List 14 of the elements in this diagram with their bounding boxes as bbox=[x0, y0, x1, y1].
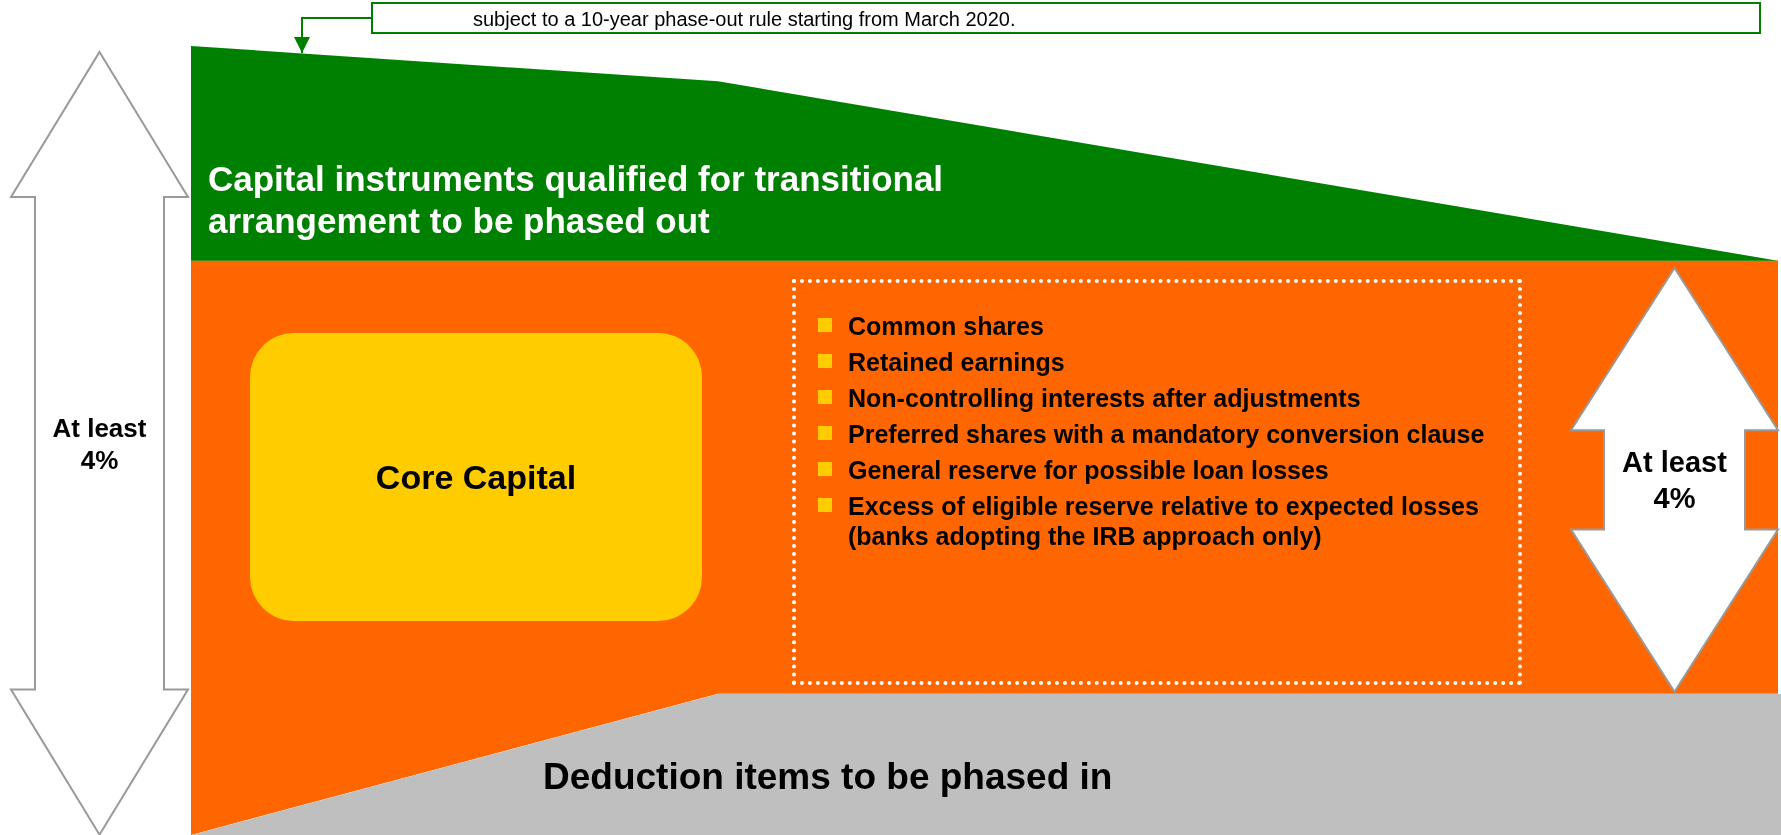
list-item: Preferred shares with a mandatory conversion clause bbox=[848, 418, 1485, 449]
arrow bbox=[294, 17, 372, 55]
core-capital-box: Core Capital bbox=[250, 332, 702, 622]
band-title: Deduction items to be phased in bbox=[543, 755, 1113, 798]
list-item: Common shares bbox=[848, 310, 1044, 341]
list-item: Excess of eligible reserve relative to expected losses (banks adopting the IRB approach only) bbox=[848, 490, 1480, 551]
dotted-list-box bbox=[792, 278, 1522, 686]
callout-box: subject to a 10-year phase-out rule starting from March 2020. bbox=[371, 2, 1761, 34]
list-item: General reserve for possible loan losses bbox=[848, 454, 1329, 485]
list-item: Retained earnings bbox=[848, 346, 1065, 377]
list-item: Non-controlling interests after adjustments bbox=[848, 382, 1361, 413]
percentage-label: At least 4% bbox=[51, 411, 148, 477]
percentage-label: At least 4% bbox=[1621, 444, 1728, 516]
band-title: Capital instruments qualified for transitional arrangement to be phased out bbox=[208, 158, 945, 243]
